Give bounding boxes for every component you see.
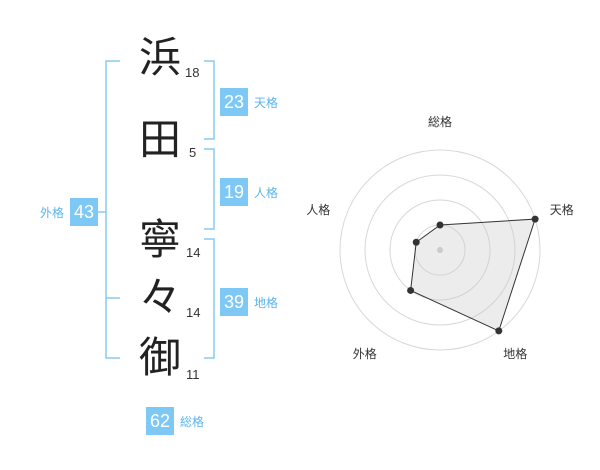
bracket-ten — [204, 60, 215, 140]
stroke-count-4: 14 — [186, 305, 201, 320]
radar-point-2 — [531, 215, 539, 223]
radar-point-4 — [407, 286, 415, 294]
radar-point-5 — [412, 238, 420, 246]
jin-kaku-label: 人格 — [254, 186, 279, 200]
radar-ring — [364, 174, 516, 326]
radar-axis-label-4: 外格 — [352, 346, 377, 361]
name-char-3: 寧 — [138, 215, 181, 264]
jin-kaku-value: 19 — [220, 178, 248, 206]
radar-point-3 — [495, 327, 503, 335]
radar-axis-label-3: 地格 — [503, 346, 528, 361]
sou-kaku-value: 62 — [146, 407, 174, 435]
radar-point-1 — [436, 221, 444, 229]
stroke-count-1: 18 — [185, 65, 200, 80]
radar-ring — [339, 149, 541, 351]
gai-kaku-value: 43 — [70, 198, 98, 226]
chi-kaku-label: 地格 — [254, 296, 279, 310]
stroke-count-5: 11 — [186, 367, 200, 382]
stroke-count-2: 5 — [189, 145, 197, 160]
radar-axis-label-5: 人格 — [306, 203, 331, 218]
name-char-4: 々 — [138, 273, 181, 322]
bracket-chi — [204, 238, 215, 359]
radar-ring — [389, 199, 491, 301]
ten-kaku-label: 天格 — [254, 96, 279, 110]
name-char-2: 田 — [138, 115, 181, 164]
name-char-5: 御 — [138, 333, 181, 382]
name-char-1: 浜 — [138, 33, 181, 82]
stroke-count-3: 14 — [186, 245, 201, 260]
radar-axis-label-1: 総格 — [427, 115, 452, 129]
radar-center — [437, 247, 443, 253]
bracket-jin — [204, 148, 215, 230]
sou-kaku-label: 総格 — [180, 415, 205, 429]
ten-kaku-value: 23 — [220, 88, 248, 116]
radar-axis-label-2: 天格 — [549, 203, 574, 218]
chi-kaku-value: 39 — [220, 288, 248, 316]
radar-series — [410, 218, 536, 332]
gai-kaku-label: 外格 — [40, 206, 65, 220]
